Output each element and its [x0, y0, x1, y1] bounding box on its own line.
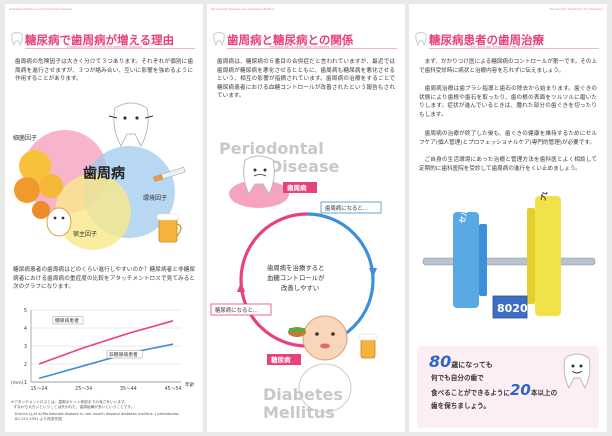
y-tick-label: 5	[24, 308, 27, 314]
section-title-bar: 糖尿病患者の歯周治療 Periodontal Treatment for Dia…	[409, 28, 607, 54]
care-barbell-illustration: セルフケア プロフェッショナルケア 8020	[422, 192, 596, 319]
x-unit-label: 年齢	[185, 381, 195, 388]
periodontal-badge: 歯周病	[287, 183, 307, 192]
mellitus-word: Mellitus	[263, 403, 335, 422]
periodontal-word: Periodontal	[219, 139, 324, 158]
8020-label: 8020	[497, 302, 528, 315]
section-subtitle: Periodontal Disease and Diabetes Mellitu…	[269, 45, 345, 49]
section-title-bar: 糖尿病で歯周病が増える理由 Diabetes Mellitus and Peri…	[5, 28, 203, 54]
arrow-bottom-label: 糖尿病になると…	[215, 306, 258, 314]
goal-message-box: 80歳になっても 何でも自分の歯で 食べることができるように20本以上の 歯を保…	[417, 346, 599, 428]
tooth-icon	[11, 32, 23, 47]
age-number: 80	[429, 352, 452, 371]
arrow-top-label-box	[320, 201, 382, 214]
x-tick-label: 35〜44	[120, 386, 137, 392]
teeth-number: 20	[510, 381, 531, 399]
risk-factor-venn-diagram: 歯周病 細菌因子 環境因子 宿主因子	[13, 102, 186, 250]
relationship-cycle-diagram: Periodontal Disease 歯周病 歯周病になると… 歯周病を治療す…	[210, 139, 382, 422]
series-line-1	[38, 343, 174, 380]
section-subtitle: Diabetes Mellitus and Periodontal Diseas…	[67, 45, 143, 49]
8020-weight: 8020	[492, 295, 528, 319]
teeth-suffix: 本以上の	[530, 389, 558, 397]
y-tick-label: 3	[24, 344, 27, 350]
legend-label-1: 非糖尿病患者	[109, 351, 138, 358]
header-tag: Periodontal Treatment for Diabetics	[549, 7, 603, 11]
periodontal-badge-box	[283, 182, 317, 193]
self-care-weight: セルフケア	[453, 192, 487, 308]
y-tick-label: 2	[24, 362, 27, 368]
overeating-character	[288, 315, 378, 413]
paragraph-4: ご自身の生活環境にあった治療と管理方法を歯科医とよく相談して定期的に歯科医院を受…	[419, 157, 597, 172]
header-tag: Periodontal Disease and Diabetes Mellitu…	[211, 7, 275, 11]
sick-tooth-illustration	[229, 155, 289, 208]
section-subtitle: Periodontal Treatment for Diabetics	[471, 45, 535, 49]
header-tag: Diabetes Mellitus and Periodontal Diseas…	[9, 7, 73, 11]
bacteria-illustration	[14, 150, 63, 219]
cigarette-illustration	[152, 166, 186, 183]
venn-bacteria-label: 細菌因子	[13, 134, 37, 142]
venn-center-label: 歯周病	[83, 165, 125, 182]
tooth-icon	[415, 32, 427, 47]
barbell-bar	[422, 257, 596, 266]
goal-line-4: 歯を保ちましょう。	[431, 402, 490, 410]
x-tick-label: 15〜24	[30, 386, 47, 392]
section-title: 糖尿病で歯周病が増える理由	[25, 33, 175, 47]
professional-care-weight: プロフェッショナルケア	[527, 192, 566, 316]
diabetes-badge-box	[267, 354, 301, 365]
tooth-character	[108, 102, 154, 148]
page-3: Periodontal Treatment for Diabetics 糖尿病患…	[409, 4, 607, 432]
tooth-icon	[213, 32, 225, 47]
intro-paragraph: 歯周病は、糖尿病の６番目の合併症だと言われていますが、最近では歯周病が糖尿病を悪…	[217, 59, 395, 100]
citation: Emrich LJ,et al:Periodontal disease in n…	[15, 412, 180, 421]
age-suffix: 歳になっても	[451, 361, 493, 369]
y-unit-label: (mm)	[11, 380, 24, 386]
paragraph-2: 歯周病治療は歯ブラシ指導と歯石の除去から始まります。歯ぐきの状態により歯根や歯石…	[419, 86, 597, 118]
happy-tooth-icon	[563, 353, 591, 390]
page-2: Periodontal Disease and Diabetes Mellitu…	[207, 4, 405, 432]
y-tick-label: 1	[24, 380, 27, 386]
legend-box-0	[52, 316, 84, 325]
beer-glass-illustration	[156, 213, 182, 243]
attachment-loss-note: ※アタッチメントロスとは、歯周ポケット底部までの深さをいいます。 すなわち大きい…	[11, 400, 135, 409]
intro-paragraph: 歯周病の危険因子は大きく分けて３つあります。それぞれが個別に歯周病を進行させます…	[15, 59, 193, 83]
venn-host-label: 宿主因子	[73, 230, 97, 238]
chart-intro-paragraph: 糖尿病患者の歯周病はどのくらい進行しやすいのか？糖尿病者と非糖尿病者における歯周…	[13, 267, 195, 291]
legend-label-0: 糖尿病患者	[55, 317, 79, 324]
diabetes-word: Diabetes	[263, 385, 343, 404]
goal-line-2: 何でも自分の歯で	[431, 374, 484, 382]
series-line-0	[38, 320, 174, 365]
arrow-top-label: 歯周病になると…	[325, 204, 368, 212]
host-character	[46, 207, 72, 237]
legend-box-1	[106, 350, 143, 359]
center-line-1: 歯周病を治療すると	[267, 263, 325, 272]
page-1: Diabetes Mellitus and Periodontal Diseas…	[5, 4, 203, 432]
paragraph-1: まず、かかりつけ医による糖尿病のコントロールが第一です。その上で歯科受診時に病状…	[419, 59, 597, 74]
goal-line-3: 食べることができるように	[431, 389, 510, 397]
section-title: 糖尿病患者の歯周治療	[429, 33, 544, 47]
arrow-bottom-label-box	[210, 303, 272, 316]
cycle-arrow-blue	[306, 212, 375, 281]
paragraph-3: 歯周病の治療が終了した後も、歯ぐきの健康を維持するためにセルフケア(個人管理)と…	[419, 131, 597, 146]
section-title-bar: 歯周病と糖尿病との関係 Periodontal Disease and Diab…	[207, 28, 405, 54]
venn-environment-label: 環境因子	[143, 194, 167, 202]
x-tick-label: 25〜34	[75, 386, 92, 392]
disease-word: Disease	[269, 157, 339, 176]
diabetes-badge: 糖尿病	[271, 355, 291, 364]
x-tick-label: 45〜54	[164, 386, 181, 392]
section-title: 歯周病と糖尿病との関係	[227, 33, 354, 47]
cycle-arrow-red	[239, 279, 308, 348]
y-tick-label: 4	[24, 326, 27, 332]
attachment-loss-line-chart: 1 2 3 4 5 (mm) 15〜24 25〜34 35〜44 45〜54 年齢 糖尿病患者非糖尿…	[11, 308, 195, 392]
center-line-2: 血糖コントロールが	[267, 273, 325, 282]
center-line-3: 改善しやすい	[281, 283, 319, 292]
